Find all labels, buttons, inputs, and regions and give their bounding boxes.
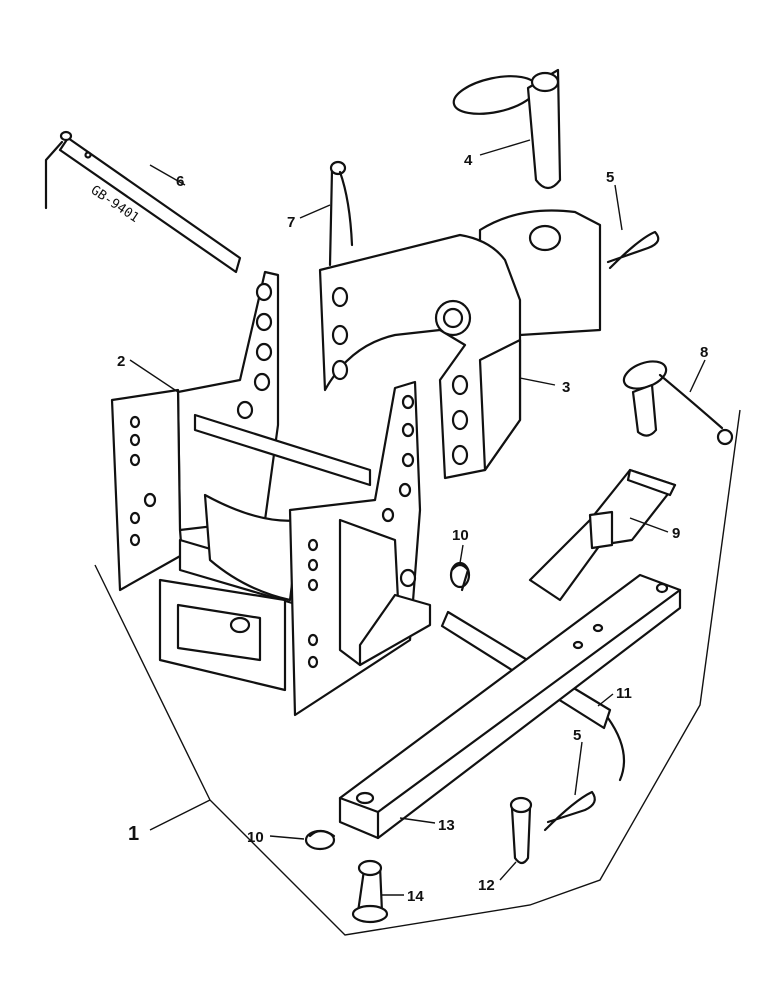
callout-4: 4 [464, 152, 473, 169]
callout-1: 1 [128, 823, 139, 845]
part-13-drawbar [338, 573, 682, 840]
part-6-handle-pin: GB-9401 [44, 130, 242, 274]
callout-13: 13 [438, 817, 455, 834]
part-14-hitch-pin [351, 859, 389, 924]
callout-8: 8 [700, 344, 708, 361]
callout-5-upper: 5 [606, 169, 614, 186]
part-2-frame [110, 270, 432, 717]
part-5-r-clip-upper [606, 230, 660, 270]
part-5-r-clip-lower [543, 790, 596, 832]
callout-14: 14 [407, 888, 424, 905]
part-10-clip-upper [449, 561, 471, 592]
callout-6: 6 [176, 173, 184, 190]
callout-10-upper: 10 [452, 527, 469, 544]
leader-lines [129, 139, 706, 896]
part-4-top-pin [452, 68, 562, 190]
callouts: 1 2 3 4 5 6 7 8 9 10 11 5 13 12 10 14 [117, 152, 708, 905]
callout-12: 12 [478, 877, 495, 894]
callout-7: 7 [287, 214, 295, 231]
part-9-slide-bracket [528, 468, 677, 602]
callout-10-lower: 10 [247, 829, 264, 846]
callout-3: 3 [562, 379, 570, 396]
part-10-clip-lower [304, 829, 336, 851]
callout-11: 11 [616, 685, 632, 702]
part-12-small-pin [509, 796, 533, 865]
part-3-hook-bracket [318, 209, 602, 480]
callout-5-lower: 5 [573, 727, 581, 744]
callout-9: 9 [672, 525, 680, 542]
callout-2: 2 [117, 353, 125, 370]
part-7-chain-pin [328, 160, 354, 267]
part-8-ring-pin [622, 360, 734, 446]
